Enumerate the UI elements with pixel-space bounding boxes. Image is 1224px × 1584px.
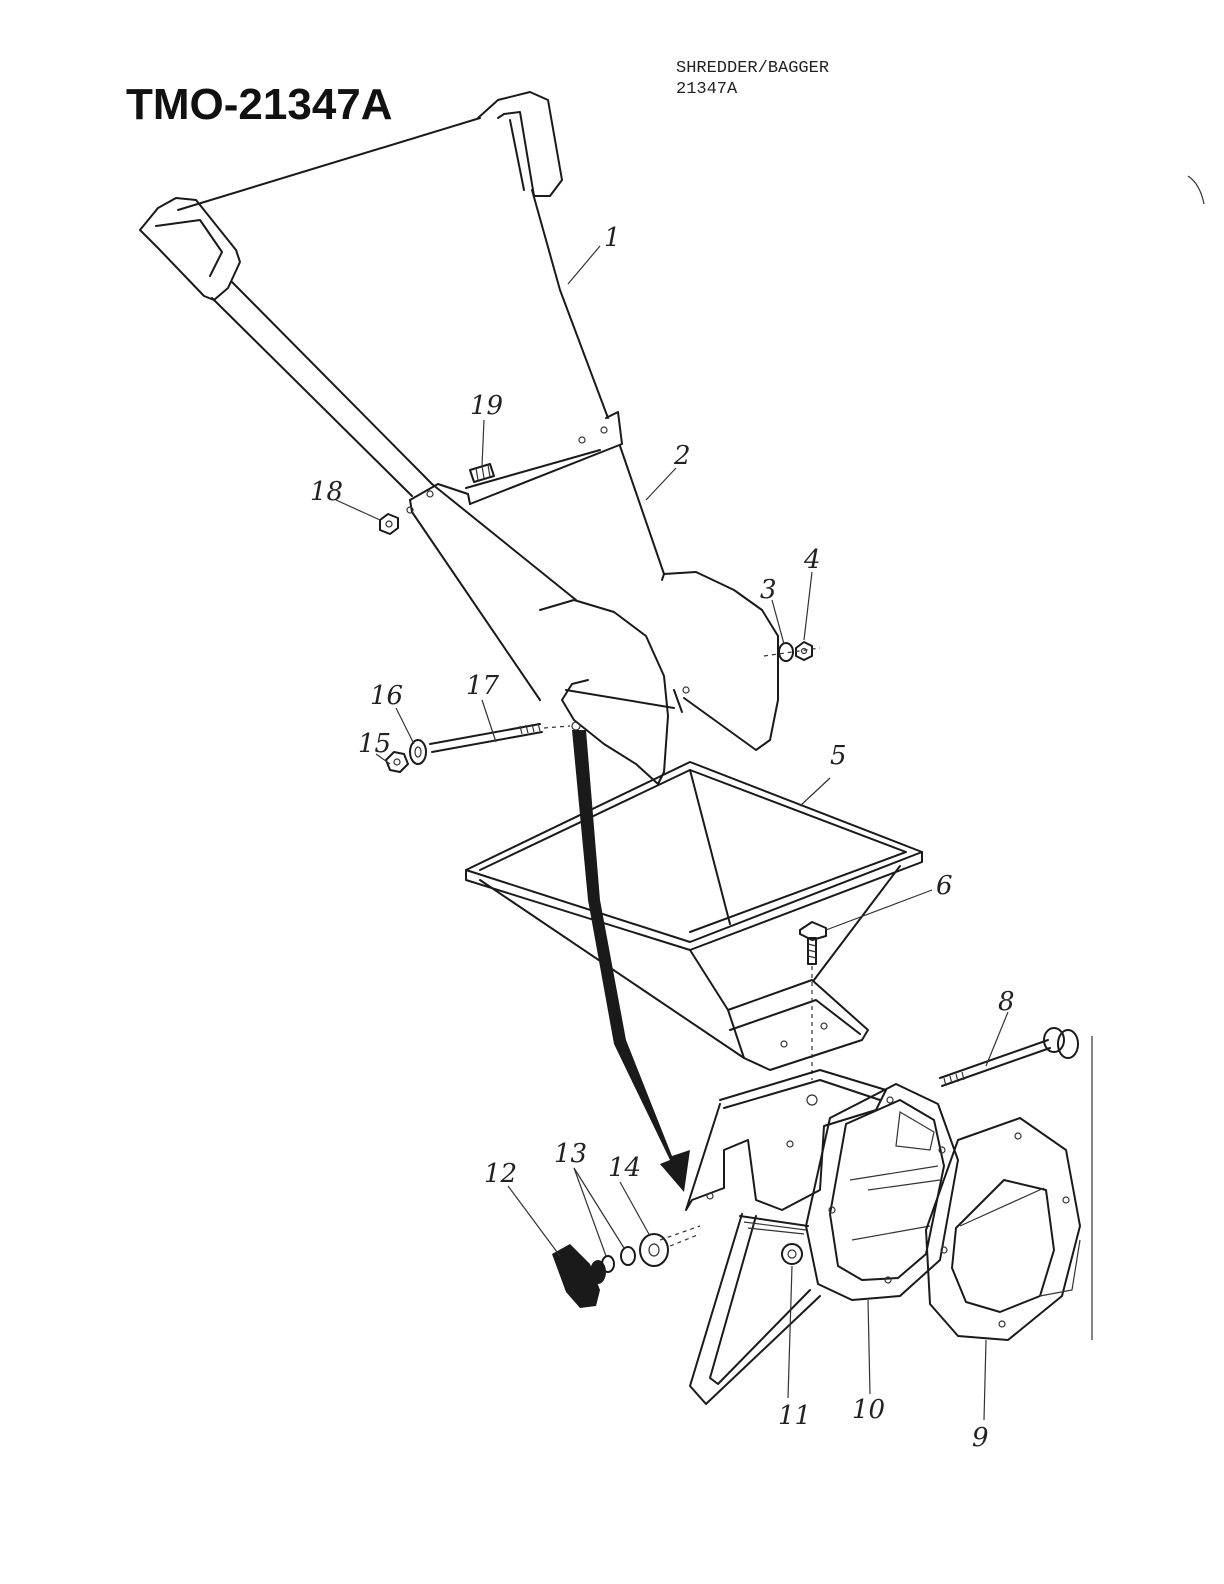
leader-14 (669, 1233, 701, 1247)
callout-2: 2 (673, 441, 691, 471)
hopper-funnel (465, 761, 923, 1071)
nut-18 (379, 513, 399, 535)
washer-16 (409, 739, 427, 765)
bushing-11 (781, 1243, 803, 1265)
product-name: SHREDDER/BAGGER (676, 59, 830, 78)
washers-13 (601, 1246, 636, 1273)
callout-17: 17 (466, 671, 500, 701)
callout-10: 10 (852, 1395, 885, 1425)
long-bolt-17 (429, 722, 571, 753)
callout-numbers: 1 2 3 4 5 6 8 9 10 11 12 13 14 15 16 17 … (310, 223, 1015, 1453)
callout-3: 3 (760, 575, 777, 605)
bolt-6 (799, 921, 827, 1080)
callout-13: 13 (554, 1139, 587, 1169)
callout-16: 16 (370, 681, 403, 711)
flow-arrow (572, 730, 690, 1192)
callout-1: 1 (604, 223, 621, 253)
model-number-title: TMO-21347A (126, 80, 393, 129)
washer-3 (778, 642, 794, 662)
nut-15 (385, 751, 409, 773)
callout-15: 15 (358, 729, 391, 759)
callout-11: 11 (778, 1401, 811, 1431)
callout-14: 14 (608, 1153, 641, 1183)
callout-4: 4 (803, 545, 821, 575)
flange-ring-9 (925, 1036, 1093, 1341)
scan-mark (1187, 175, 1205, 205)
knob-12 (552, 1244, 606, 1308)
product-header: SHREDDER/BAGGER 21347A (676, 58, 829, 100)
callout-8: 8 (998, 987, 1015, 1017)
nut-4 (795, 641, 813, 661)
callout-6: 6 (936, 871, 953, 901)
callout-19: 19 (470, 391, 503, 421)
flange-ring-10 (805, 1083, 959, 1301)
product-code: 21347A (676, 80, 738, 99)
bag-frame-upper (139, 91, 623, 505)
housing-stand (659, 1069, 887, 1405)
callout-12: 12 (484, 1159, 517, 1189)
washer-14 (639, 1233, 669, 1267)
callout-5: 5 (830, 741, 847, 771)
callout-leaders (335, 245, 1009, 1421)
callout-18: 18 (310, 477, 343, 507)
leader-3-4 (763, 647, 821, 657)
bag-frame-lower (406, 445, 779, 785)
eye-bolt-8 (939, 1027, 1079, 1087)
callout-9: 9 (972, 1423, 989, 1453)
bolt-19 (469, 463, 495, 483)
